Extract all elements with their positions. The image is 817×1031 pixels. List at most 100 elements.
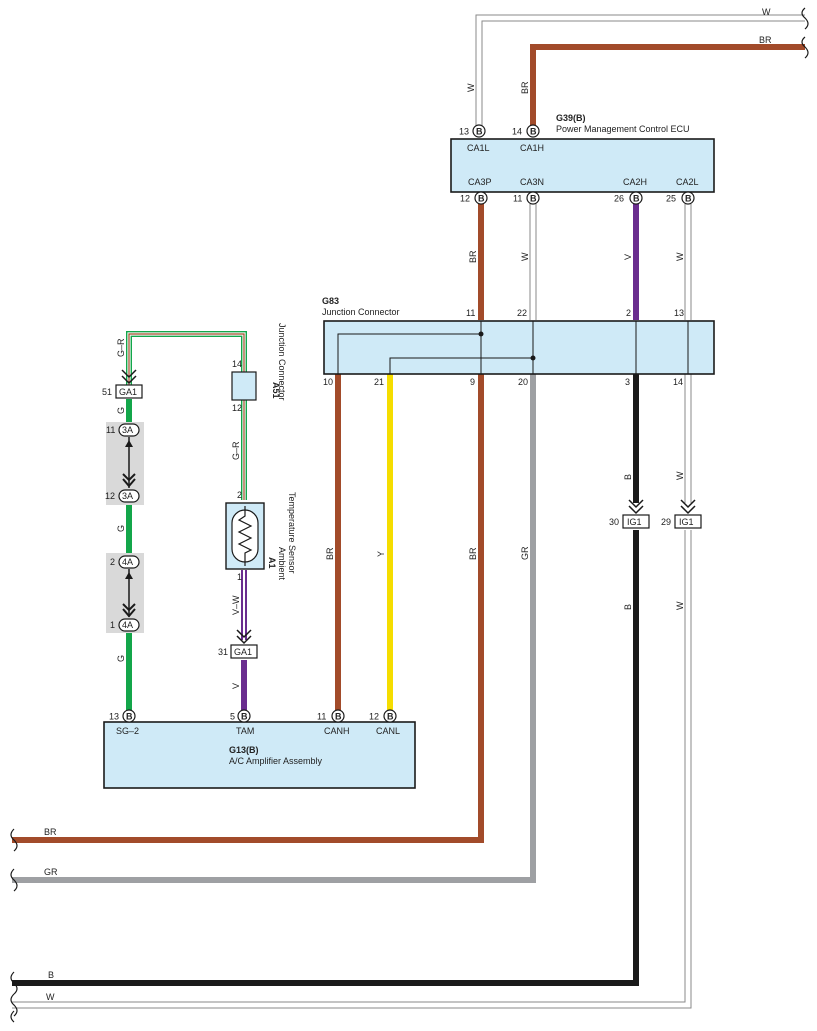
svg-text:TAM: TAM (236, 726, 254, 736)
svg-text:BR: BR (468, 547, 478, 560)
svg-text:W: W (466, 83, 476, 92)
svg-text:12: 12 (369, 712, 379, 722)
svg-text:B: B (623, 474, 633, 480)
svg-text:51: 51 (102, 387, 112, 397)
ambient-temperature-sensor: 2 1 A1 Ambient Temperature Sensor (225, 490, 297, 582)
amp-pin-5: B 5 TAM (230, 709, 254, 736)
ga1-31-connector: GA1 31 (218, 629, 258, 659)
jc-pin-2: 2 (626, 308, 631, 318)
ecu-pin-14: B 14 CA1H (512, 124, 544, 153)
svg-text:W: W (675, 601, 685, 610)
conn-4a-bottom: 4A 1 (110, 618, 140, 632)
svg-text:3A: 3A (122, 491, 133, 501)
svg-text:G–R: G–R (116, 338, 126, 357)
wire-jc20-gr (12, 374, 536, 883)
wire-color-labels: W BR W BR BR W V W BR Y BR GR B W B W G–… (44, 7, 772, 1002)
svg-text:5: 5 (230, 712, 235, 722)
svg-text:V–W: V–W (231, 595, 241, 615)
ecu-pin-11: B 11 CA3N (513, 177, 544, 205)
svg-text:CA2H: CA2H (623, 177, 647, 187)
svg-text:CA3N: CA3N (520, 177, 544, 187)
svg-text:BR: BR (468, 250, 478, 263)
svg-text:11: 11 (106, 425, 115, 435)
wire-end-brackets-right (801, 7, 809, 59)
svg-text:29: 29 (661, 517, 671, 527)
ecu-code: G39(B) (556, 113, 586, 123)
conn-3a-link (122, 437, 136, 488)
svg-text:B: B (530, 194, 537, 204)
svg-text:14: 14 (512, 127, 522, 137)
svg-text:GA1: GA1 (119, 387, 137, 397)
svg-text:GA1: GA1 (234, 647, 252, 657)
junction-name: Junction Connector (322, 307, 400, 317)
jc-pin-9: 9 (470, 377, 475, 387)
conn-4a-top: 4A 2 (110, 555, 140, 569)
wire-top-br (530, 44, 805, 128)
svg-text:26: 26 (614, 194, 624, 204)
svg-text:W: W (762, 7, 771, 17)
conn-4a-link (122, 569, 136, 618)
svg-text:31: 31 (218, 647, 228, 657)
svg-text:V: V (623, 254, 633, 260)
svg-text:2: 2 (237, 490, 242, 500)
jc-pin-21: 21 (374, 377, 384, 387)
junction-node-1 (478, 331, 484, 337)
svg-text:CANL: CANL (376, 726, 400, 736)
wire-ca2l-w (12, 204, 692, 1009)
svg-text:25: 25 (666, 194, 676, 204)
ecu-pin-25: B 25 CA2L (666, 177, 699, 205)
wire-top-w (475, 14, 805, 128)
svg-text:B: B (633, 194, 640, 204)
svg-text:W: W (520, 252, 530, 261)
svg-text:11: 11 (317, 712, 326, 722)
wire-end-brackets-left (10, 828, 18, 1023)
a51-connector: 14 12 A51 Junction Connector (231, 323, 287, 413)
svg-text:BR: BR (520, 81, 530, 94)
wire-ig1-b (12, 530, 639, 986)
svg-text:1: 1 (110, 620, 115, 630)
jc-pin-3: 3 (625, 377, 630, 387)
ga1-51-connector: GA1 51 (102, 369, 143, 399)
svg-text:B: B (685, 194, 692, 204)
svg-text:30: 30 (609, 517, 619, 527)
svg-text:Y: Y (376, 551, 386, 557)
svg-text:B: B (48, 970, 54, 980)
svg-text:14: 14 (232, 359, 242, 369)
ig1-29-connector: IG1 29 (661, 499, 702, 529)
svg-text:CA1L: CA1L (467, 143, 490, 153)
ecu-name: Power Management Control ECU (556, 124, 690, 134)
amp-pin-13: B 13 SG–2 (109, 709, 139, 736)
svg-text:13: 13 (459, 127, 469, 137)
svg-text:G: G (116, 655, 126, 662)
svg-text:1: 1 (237, 572, 242, 582)
svg-text:W: W (46, 992, 55, 1002)
svg-text:CA1H: CA1H (520, 143, 544, 153)
svg-text:A51: A51 (271, 382, 281, 399)
svg-text:2: 2 (110, 557, 115, 567)
ecu-pin-12: B 12 CA3P (460, 177, 492, 205)
svg-text:4A: 4A (122, 557, 133, 567)
svg-text:B: B (623, 604, 633, 610)
jc-pin-13: 13 (674, 308, 684, 318)
amp-box (103, 721, 416, 789)
svg-text:W: W (675, 471, 685, 480)
svg-text:A1: A1 (267, 557, 277, 569)
svg-text:G: G (116, 525, 126, 532)
svg-text:BR: BR (325, 547, 335, 560)
svg-text:4A: 4A (122, 620, 133, 630)
svg-text:B: B (335, 712, 342, 722)
svg-text:3A: 3A (122, 425, 133, 435)
svg-text:12: 12 (460, 194, 470, 204)
svg-text:Ambient: Ambient (277, 547, 287, 581)
svg-text:Temperature Sensor: Temperature Sensor (287, 492, 297, 574)
amp-code: G13(B) (229, 745, 259, 755)
svg-text:B: B (241, 712, 248, 722)
svg-text:CA2L: CA2L (676, 177, 699, 187)
svg-text:12: 12 (232, 403, 242, 413)
svg-text:GR: GR (520, 546, 530, 560)
junction-code: G83 (322, 296, 339, 306)
svg-text:IG1: IG1 (627, 517, 642, 527)
svg-text:B: B (387, 712, 394, 722)
svg-text:B: B (126, 712, 133, 722)
